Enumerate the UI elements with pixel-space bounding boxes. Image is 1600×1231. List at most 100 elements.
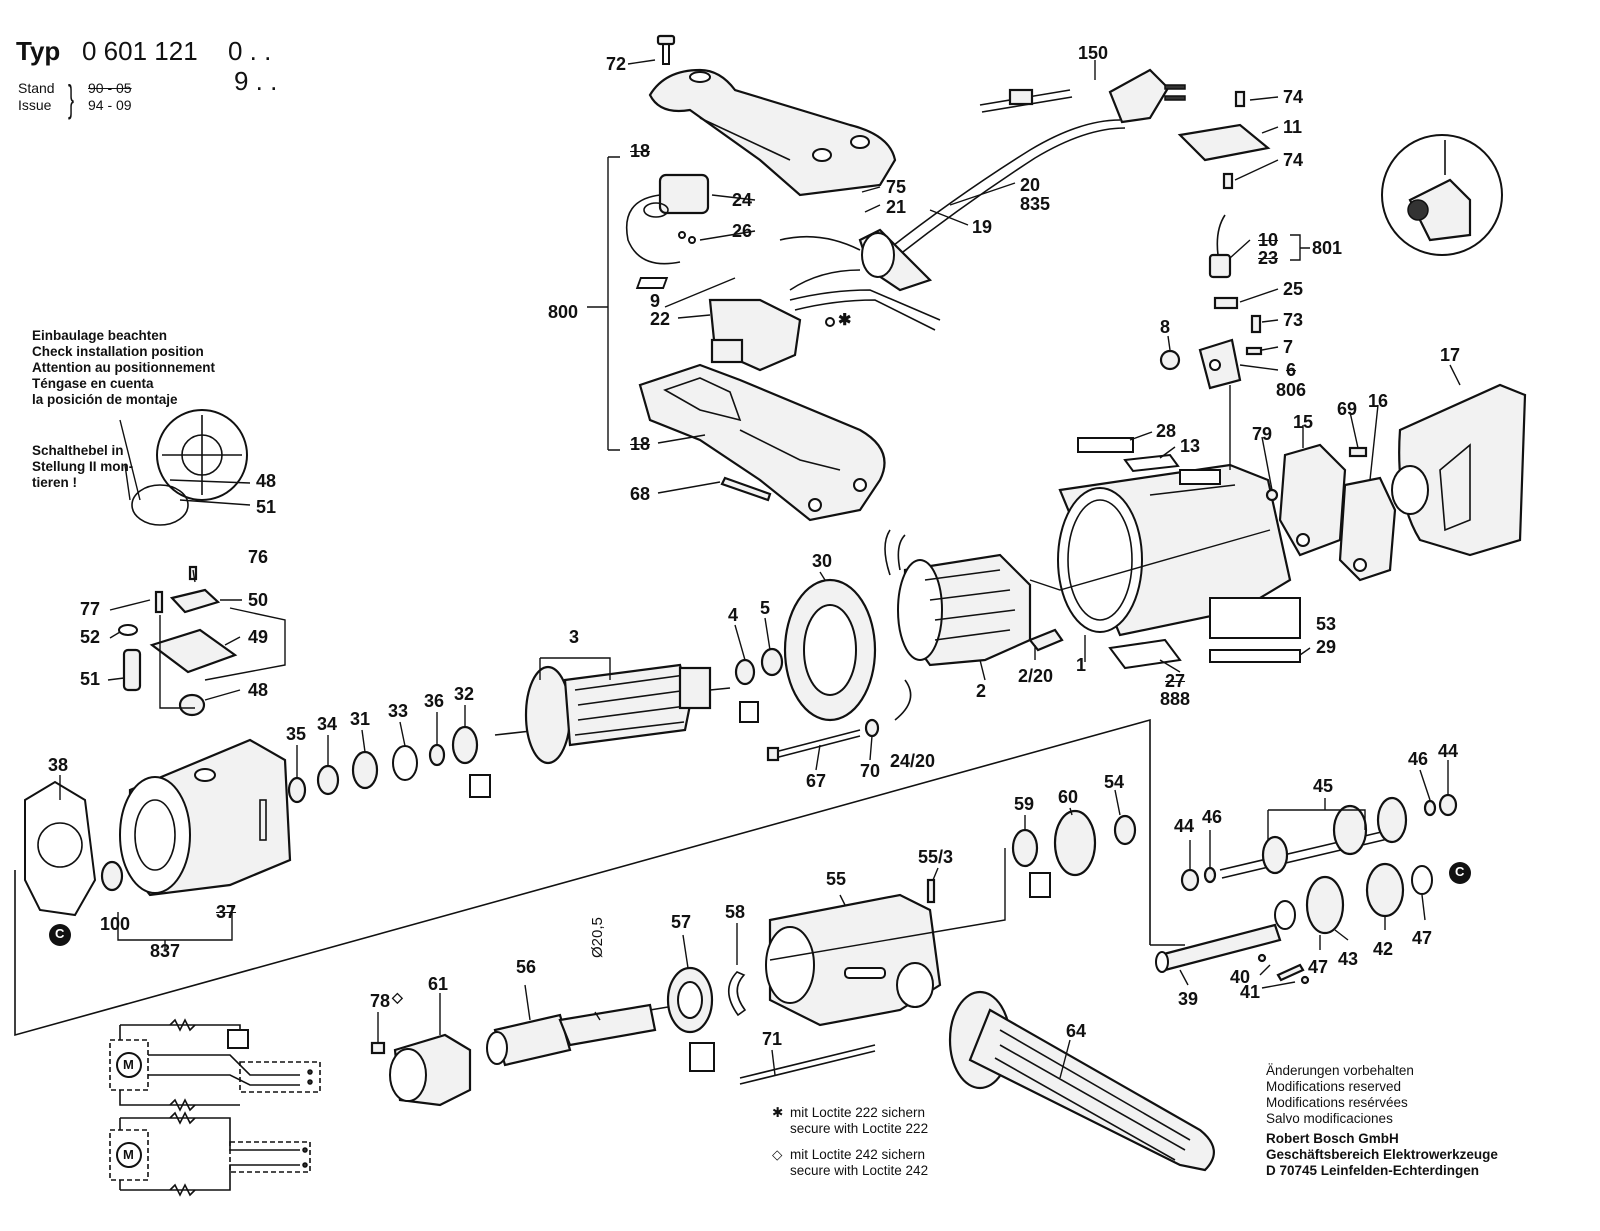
washer-47-left (1274, 900, 1296, 930)
stator-2 (884, 529, 1032, 667)
part-label-8: 8 (1160, 317, 1171, 337)
part-label-57: 57 (671, 912, 692, 932)
washer-47-right (1411, 865, 1433, 895)
plate-7 (1245, 346, 1263, 356)
part-label-11: 11 (1283, 117, 1303, 137)
brush-holder-6 (1198, 338, 1242, 390)
part-label-888: 888 (1160, 689, 1191, 709)
gasket-38 (24, 780, 97, 917)
ring-35 (287, 776, 307, 804)
part-label-29: 29 (1316, 637, 1337, 657)
part-label-43: 43 (1338, 949, 1359, 969)
part-label-55-3: 55/3 (918, 847, 954, 867)
part-label-54: 54 (1104, 772, 1125, 792)
gear-housing-37 (119, 738, 292, 897)
part-label-51-upper: 51 (256, 497, 277, 517)
part-label-64: 64 (1066, 1021, 1087, 1041)
screw-69 (1348, 446, 1368, 458)
capacitor-24 (626, 173, 710, 265)
part-label-100: 100 (100, 914, 131, 934)
label-13 (1123, 453, 1180, 473)
carbon-brush-10 (1208, 214, 1232, 279)
part-label-2-20: 2/20 (1018, 666, 1054, 686)
label-28 (1077, 437, 1134, 453)
screw-77 (154, 590, 164, 614)
label-53 (1209, 597, 1301, 639)
part-label-61: 61 (428, 974, 449, 994)
issue-value: 94 - 09 (88, 97, 132, 113)
c-marker-left (49, 924, 71, 946)
part-label-79: 79 (1252, 424, 1273, 444)
part-79 (1265, 488, 1279, 502)
stand-label: Stand (18, 80, 55, 96)
screw-78 (370, 1041, 386, 1055)
part-label-72: 72 (606, 54, 627, 74)
modifications-line-3: Modifications resérvées (1266, 1095, 1408, 1110)
install-note-line-5: la posición de montaje (32, 392, 178, 407)
part-label-150: 150 (1078, 43, 1109, 63)
gear-housing-55 (765, 893, 942, 1027)
loctite-diamond-symbol: ◇ (772, 1147, 783, 1162)
part-label-4: 4 (728, 605, 739, 625)
label-29 (1209, 649, 1301, 663)
variant-1: 0 . . (228, 36, 272, 66)
install-note-line-4: Téngase en cuenta (32, 376, 154, 391)
part-label-75: 75 (886, 177, 907, 197)
part-label-53: 53 (1316, 614, 1337, 634)
part-label-60: 60 (1058, 787, 1079, 807)
loctite-242-en: secure with Loctite 242 (790, 1163, 929, 1178)
part-label-47-left: 47 (1308, 957, 1329, 977)
bushing-100 (100, 860, 124, 892)
screw-74-upper (1234, 90, 1246, 108)
armature-3 (494, 663, 731, 765)
part-label-1: 1 (1076, 655, 1087, 675)
part-label-16: 16 (1368, 391, 1389, 411)
part-label-46-left: 46 (1202, 807, 1223, 827)
part-label-36: 36 (424, 691, 445, 711)
part-label-18-lower: 18 (630, 434, 651, 454)
gear-43 (1305, 875, 1345, 935)
part-label-44-right: 44 (1438, 741, 1459, 761)
bearing-54 (1113, 814, 1137, 846)
part-label-2: 2 (976, 681, 987, 701)
install-note-line-1: Einbaulage beachten (32, 328, 168, 343)
part-label-34: 34 (317, 714, 338, 734)
part-label-51-lower: 51 (80, 669, 101, 689)
part-label-52: 52 (80, 627, 101, 647)
part-50 (169, 588, 221, 614)
wiring-schematic-1 (109, 1018, 321, 1112)
switch-22 (635, 277, 835, 372)
sleeve-51 (122, 648, 142, 692)
insert-icon-32 (469, 774, 491, 798)
company-address: D 70745 Leinfelden-Echterdingen (1266, 1163, 1480, 1178)
modifications-line-4: Salvo modificaciones (1266, 1111, 1393, 1126)
typ-label: Typ (16, 36, 61, 66)
c-marker-right-label: C (1455, 864, 1465, 879)
insert-icon-4 (739, 701, 759, 723)
part-label-37: 37 (216, 902, 237, 922)
screw-73 (1250, 314, 1262, 334)
end-cover-16 (1338, 476, 1397, 582)
part-label-59: 59 (1014, 794, 1035, 814)
detail-circle-switch-position (131, 409, 248, 526)
loctite-star-symbol: ✱ (772, 1105, 784, 1120)
washer-70 (864, 718, 880, 738)
switch-note-line-3: tieren ! (32, 475, 78, 490)
part-label-70: 70 (860, 761, 881, 781)
company-division: Geschäftsbereich Elektrowerkzeuge (1266, 1147, 1498, 1162)
motor-housing-1 (1057, 463, 1292, 637)
part-label-6: 6 (1286, 360, 1297, 380)
ring-59 (1011, 828, 1039, 868)
part-label-22: 22 (650, 309, 671, 329)
part-label-78: 78 (370, 991, 391, 1011)
install-note-line-2: Check installation position (32, 344, 204, 359)
part-label-24-20: 24/20 (890, 751, 936, 771)
part-label-68: 68 (630, 484, 651, 504)
part-label-45: 45 (1313, 776, 1334, 796)
part-label-837: 837 (150, 941, 181, 961)
part-label-diameter: Ø20,5 (589, 917, 606, 958)
part-label-20: 20 (1020, 175, 1041, 195)
rear-cap-17 (1391, 383, 1527, 557)
part-label-10: 10 (1258, 230, 1279, 250)
